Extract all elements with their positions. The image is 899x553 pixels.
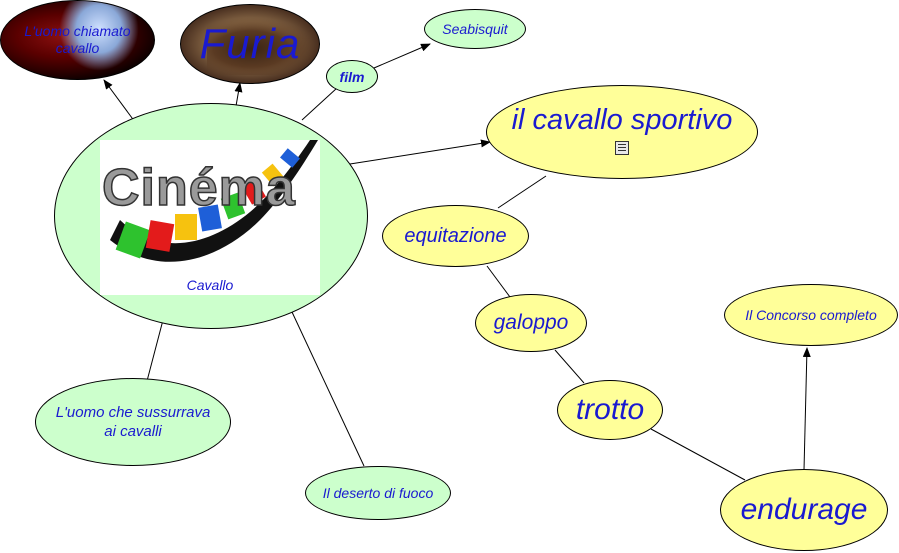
node-concorso-label: Il Concorso completo	[745, 307, 877, 323]
link-sportivo-equitazione	[497, 175, 547, 209]
node-seabisquit[interactable]: Seabisquit	[424, 9, 526, 49]
link-cavallo-film	[301, 87, 338, 121]
node-sussurrava-label: L'uomo che sussurrava ai cavalli	[55, 404, 211, 440]
node-galoppo[interactable]: galoppo	[475, 294, 587, 352]
link-equitazione-galoppo	[486, 265, 511, 298]
movie-poster-image	[59, 1, 139, 71]
horse-painting-image	[207, 17, 317, 75]
link-cavallo-sussurrava	[146, 319, 164, 382]
film-strip-icon: Cinéma	[101, 140, 318, 262]
node-cavallo-label: Cavallo	[186, 277, 234, 293]
document-icon[interactable]	[615, 140, 629, 155]
link-endurage-concorso	[802, 347, 811, 471]
link-galoppo-trotto	[554, 349, 585, 384]
node-trotto-label: trotto	[575, 393, 645, 426]
link-film-seabisquit	[373, 43, 431, 69]
node-endurage-label: endurage	[740, 493, 868, 526]
link-trotto-endurage	[650, 428, 746, 481]
node-endurage[interactable]: endurage	[720, 469, 888, 551]
link-cavallo-uomo	[103, 79, 136, 123]
node-furia[interactable]: Furia	[180, 4, 320, 84]
node-film-label: film	[339, 68, 365, 85]
node-galoppo-label: galoppo	[493, 311, 569, 334]
node-equitazione-label: equitazione	[404, 224, 507, 247]
node-concorso[interactable]: Il Concorso completo	[724, 284, 898, 346]
link-cavallo-deserto	[291, 311, 365, 467]
cinema-logo-text: Cinéma	[102, 159, 296, 217]
node-uomo-chiamato-cavallo[interactable]: L'uomo chiamato cavallo	[0, 0, 155, 80]
cinema-logo-image: Cinéma	[100, 140, 320, 295]
node-uomo-label: L'uomo chiamato cavallo	[24, 23, 131, 56]
node-deserto[interactable]: Il deserto di fuoco	[305, 466, 451, 520]
link-cavallo-furia	[234, 82, 243, 107]
node-trotto[interactable]: trotto	[557, 380, 663, 440]
node-deserto-label: Il deserto di fuoco	[322, 485, 434, 501]
node-equitazione[interactable]: equitazione	[382, 205, 529, 267]
node-sussurrava[interactable]: L'uomo che sussurrava ai cavalli	[35, 378, 231, 466]
link-cavallo-sportivo	[349, 139, 491, 165]
node-furia-label: Furia	[199, 20, 301, 67]
node-cavallo-sportivo[interactable]: il cavallo sportivo	[486, 85, 758, 179]
node-cavallo-sportivo-label: il cavallo sportivo	[511, 103, 733, 136]
node-film[interactable]: film	[326, 60, 378, 93]
node-seabisquit-label: Seabisquit	[442, 21, 508, 37]
